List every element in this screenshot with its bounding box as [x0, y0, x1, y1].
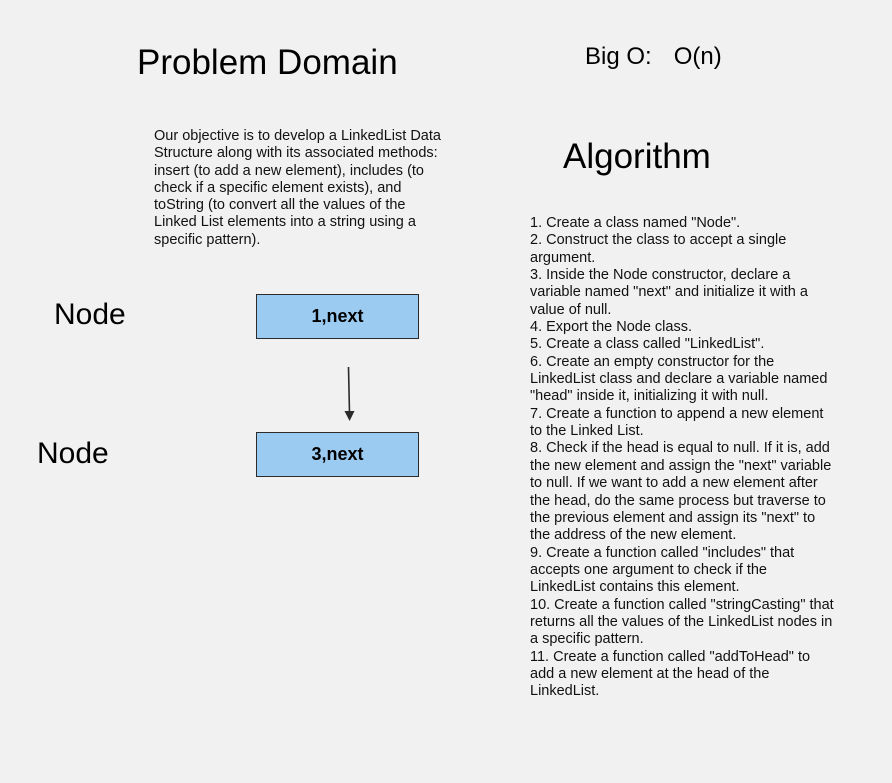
algorithm-steps: 1. Create a class named "Node".2. Constr…	[530, 215, 835, 701]
node-box-1: 1,next	[256, 294, 419, 339]
big-o-line: Big O: O(n)	[585, 45, 722, 69]
algorithm-step-2: 2. Construct the class to accept a singl…	[530, 232, 787, 266]
node-box-1-text: 1,next	[311, 306, 364, 326]
algorithm-step-1: 1. Create a class named "Node".	[530, 215, 741, 231]
algorithm-step-10: 10. Create a function called "stringCast…	[530, 596, 834, 648]
objective-text: Our objective is to develop a LinkedList…	[154, 128, 441, 248]
node-label-2: Node	[37, 437, 109, 470]
algorithm-step-9: 9. Create a function called "includes" t…	[530, 544, 795, 596]
problem-domain-title: Problem Domain	[137, 43, 398, 82]
arrow-shaft	[347, 366, 351, 414]
big-o-label: Big O:	[585, 43, 652, 70]
algorithm-step-8: 8. Check if the head is equal to null. I…	[530, 440, 832, 544]
node-label-1: Node	[54, 298, 126, 331]
node-box-2: 3,next	[256, 432, 419, 477]
algorithm-step-4: 4. Export the Node class.	[530, 319, 692, 336]
big-o-value: O(n)	[673, 43, 722, 70]
arrow-head	[344, 411, 355, 421]
node-box-2-text: 3,next	[311, 444, 364, 464]
algorithm-step-5: 5. Create a class called "LinkedList".	[530, 336, 765, 353]
algorithm-step-3: 3. Inside the Node constructor, declare …	[530, 267, 808, 318]
node-arrow	[344, 366, 355, 421]
algorithm-step-7: 7. Create a function to append a new ele…	[530, 405, 824, 440]
algorithm-title: Algorithm	[563, 137, 711, 176]
algorithm-step-11: 11. Create a function called "addToHead"…	[530, 648, 811, 700]
algorithm-step-6: 6. Create an empty constructor for the L…	[530, 353, 828, 405]
